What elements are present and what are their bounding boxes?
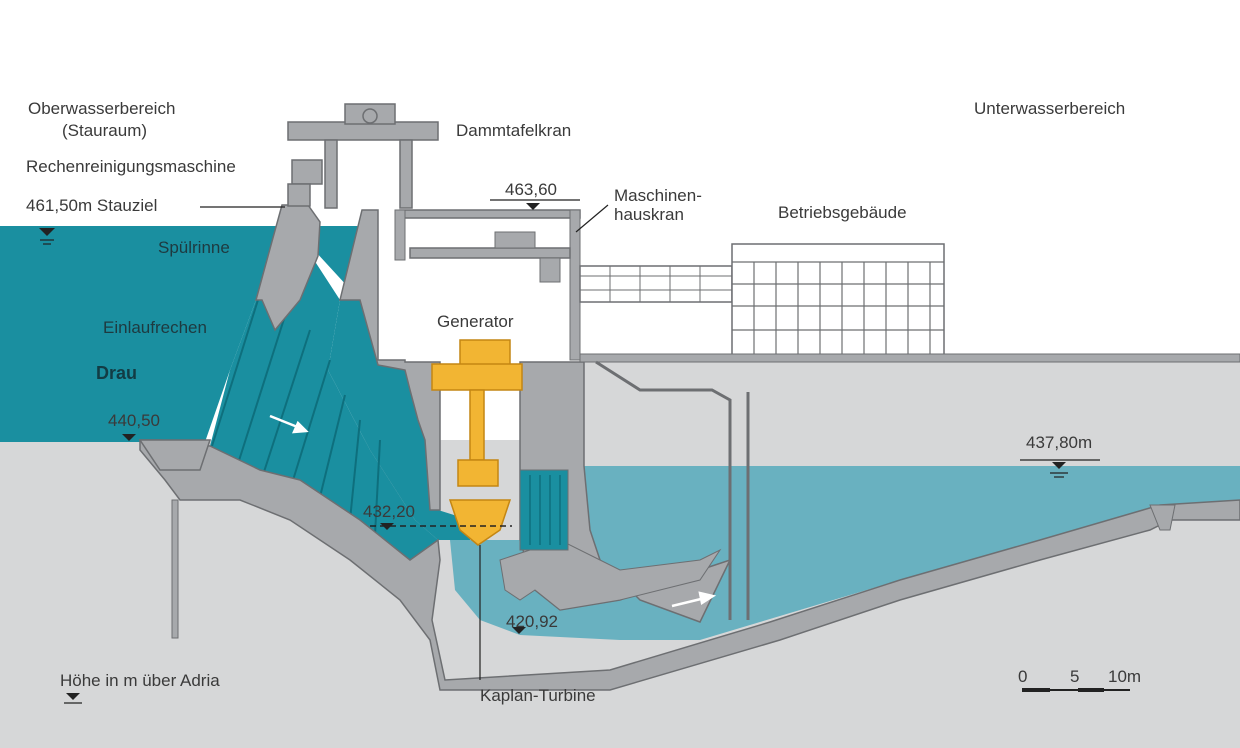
draft-tube-floor-elevation: 420,92 [506,612,558,631]
gantry-crane [287,103,439,209]
machine-hall-roof [399,209,581,219]
powerhouse-wall [339,209,441,511]
spiral-casing [519,469,569,551]
upstream-area-sublabel: (Stauraum) [62,121,148,140]
outlet-stairs [595,360,732,620]
downstream-embankment [580,362,1240,466]
scale-tick-0: 0 [1018,667,1028,686]
turbine-axis-elevation: 432,20 [363,502,415,521]
powerhouse-crane-label-1: Maschinen- [614,186,702,205]
walkway [579,265,733,303]
scale-tick-10: 10m [1108,667,1142,686]
turbine-label: Kaplan-Turbine [480,686,596,705]
intake-floor-elevation: 440,50 [108,411,160,430]
machine-hall-right-wall [569,209,581,361]
dam-concrete [255,204,321,332]
scale-tick-5: 5 [1070,667,1080,686]
draft-tube-divider [499,539,722,611]
operations-building [731,243,945,361]
headwater-reservoir [0,226,282,442]
elevation-markers [39,203,1066,700]
tailwater-elevation: 437,80m [1026,433,1093,452]
crane-rail-elevation: 463,60 [505,180,557,199]
embankment-road [579,353,1240,363]
powerhouse-crane-label-2: hauskran [614,205,684,224]
gantry-pulley [362,108,378,124]
downstream-area-label: Unterwasserbereich [974,99,1126,118]
reservoir-level-label: 461,50m Stauziel [26,196,158,215]
generator-label: Generator [437,312,514,331]
crane-bridge [409,247,571,259]
intake-sill [138,439,212,471]
end-sill [1149,504,1176,531]
powerhouse-crane-leader [575,204,609,233]
generator-turbine-unit [431,339,523,546]
flow-arrows [269,414,717,608]
intake-rake [211,267,381,536]
rake-cleaner-label: Rechenreinigungsmaschine [26,157,236,176]
intake-channel-water [292,226,470,540]
machine-hall-left-wall [394,209,406,261]
crane-hook-block [539,257,561,283]
river-label: Drau [96,363,138,383]
height-reference-label: Höhe in m über Adria [60,671,220,690]
support-pile [171,499,179,639]
stoplog-crane-label: Dammtafelkran [456,121,572,140]
powerhouse-substructure [139,439,1240,691]
upstream-area-label: Oberwasserbereich [28,99,176,118]
flushing-channel-label: Spülrinne [158,238,230,257]
crane-trolley [494,231,536,249]
operations-building-label: Betriebsgebäude [778,203,907,222]
intake-rake-label: Einlaufrechen [103,318,207,337]
